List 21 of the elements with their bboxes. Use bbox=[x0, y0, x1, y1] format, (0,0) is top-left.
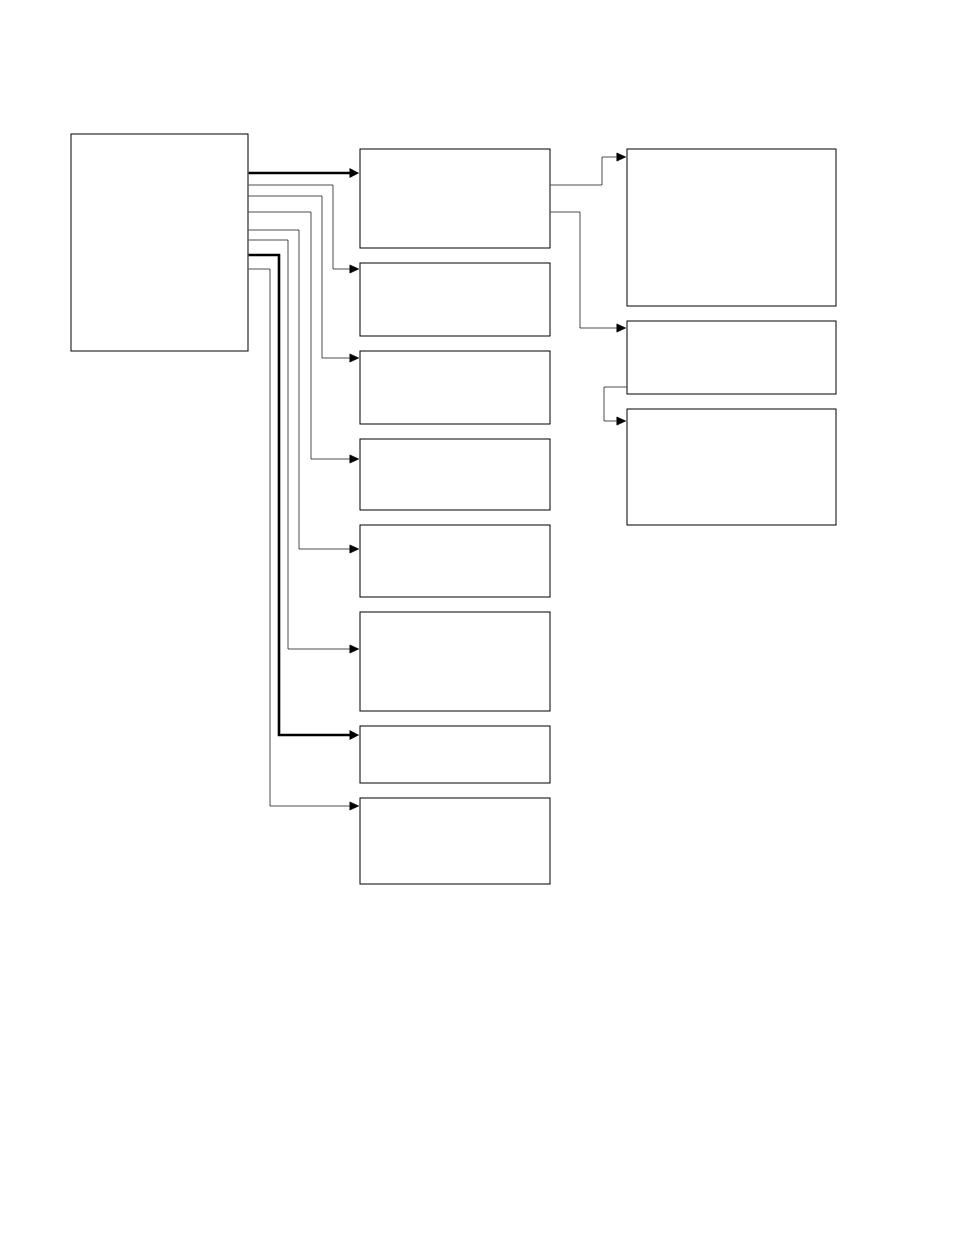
process-box bbox=[359, 350, 551, 425]
process-box bbox=[359, 524, 551, 598]
process-box bbox=[359, 611, 551, 712]
arrow bbox=[603, 386, 627, 426]
arrow bbox=[550, 211, 626, 333]
arrow bbox=[248, 268, 359, 811]
process-box bbox=[626, 148, 837, 307]
process-box bbox=[359, 438, 551, 511]
process-box bbox=[626, 408, 837, 526]
arrow bbox=[248, 211, 359, 464]
process-box bbox=[359, 262, 551, 337]
process-box bbox=[70, 133, 249, 352]
arrow bbox=[550, 152, 626, 186]
process-box bbox=[359, 797, 551, 885]
process-box bbox=[359, 725, 551, 784]
arrow bbox=[248, 184, 359, 274]
process-box bbox=[626, 320, 837, 395]
arrow bbox=[248, 239, 359, 654]
arrow bbox=[248, 195, 359, 363]
process-box bbox=[359, 148, 551, 249]
arrow bbox=[248, 229, 359, 554]
